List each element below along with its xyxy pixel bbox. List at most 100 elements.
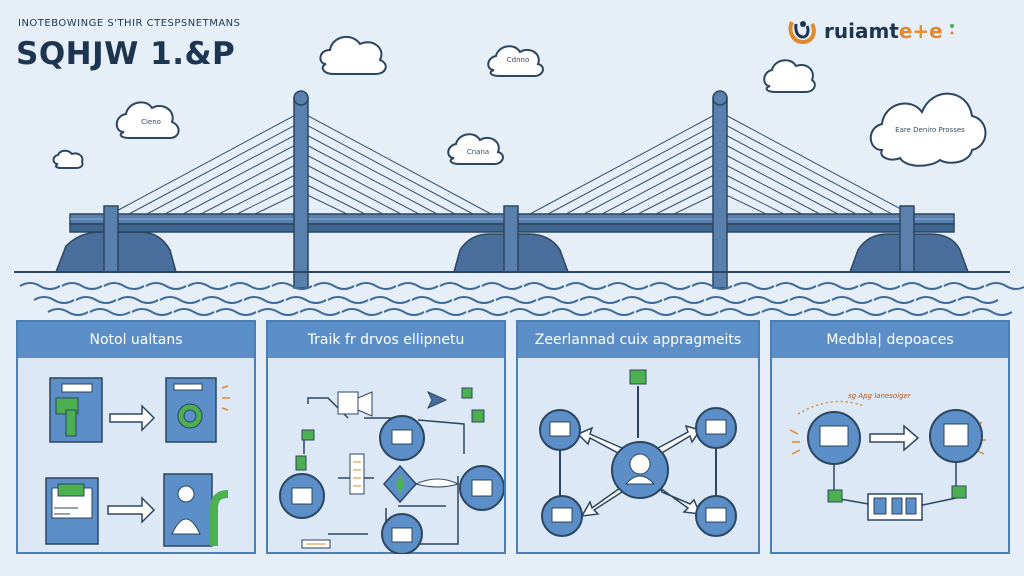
panel-2-title: Traik fr drvos ellipnetu [268, 322, 504, 358]
bridge-towers [103, 90, 915, 289]
list-icon [349, 453, 365, 495]
panel-1: Notol ualtans [16, 320, 256, 554]
brand-name-main: ruiamt [824, 19, 899, 43]
cable-line [164, 141, 302, 215]
cloud-icon [487, 45, 544, 77]
green-node-icon [295, 387, 485, 471]
cable-line [300, 141, 438, 215]
cable-line [300, 111, 492, 215]
gear-document-icon [337, 391, 373, 417]
node-circle-icon [695, 407, 737, 449]
cloud-label: Eare Deniro Prosses [895, 126, 965, 134]
panel-4-diagram [789, 400, 986, 521]
cable-line [182, 151, 302, 215]
node-circle-icon [539, 409, 581, 451]
wave-line [33, 296, 999, 304]
brand-name: ruiamte+e [824, 19, 943, 43]
cable-line [236, 181, 302, 215]
panel-4: Medbla| depoaces sg Apg lanesoiger [770, 320, 1010, 554]
arrow-right-icon [109, 404, 156, 432]
page-subtitle: INOTEBOWINGE S'THIR CTESPSNETMANS [18, 18, 241, 29]
vertical-connectors [559, 386, 717, 498]
brand-name-accent: e+e [898, 19, 943, 43]
cable-line [300, 171, 384, 215]
panel-3: Zeerlannad cuix appragmeits [516, 320, 760, 554]
cable-line [719, 141, 857, 215]
cable-line [110, 111, 302, 215]
arrow-right-icon [869, 424, 920, 452]
cable-line [128, 121, 302, 215]
cable-line [300, 151, 420, 215]
cable-line [719, 131, 875, 215]
node-circle-icon [381, 513, 423, 554]
decision-diamond-icon [382, 464, 460, 504]
filter-icon [426, 390, 448, 410]
cloud-icon [52, 149, 84, 169]
cable-line [601, 151, 721, 215]
document-icon [49, 377, 103, 443]
node-circle-icon [695, 495, 737, 537]
cable-line [529, 111, 721, 215]
node-circle-icon [279, 473, 325, 519]
hub-arrows [576, 424, 702, 517]
cable-line [300, 161, 402, 215]
bridge-scene [14, 35, 1024, 316]
cable-line [300, 121, 474, 215]
cloud-icon [763, 59, 816, 93]
cable-line [300, 181, 366, 215]
node-circle-icon [541, 495, 583, 537]
cloud-icon [115, 101, 180, 139]
panel-1-title: Notol ualtans [18, 322, 254, 358]
cloud-label: Cnana [466, 148, 490, 156]
panel-4-title: Medbla| depoaces [772, 322, 1008, 358]
user-document-icon [163, 473, 229, 547]
panel-2: Traik fr drvos ellipnetu [266, 320, 506, 554]
cable-line [719, 161, 821, 215]
arrow-right-icon [107, 496, 156, 524]
bridge-cables [110, 111, 911, 215]
green-node-icon [827, 485, 967, 503]
cable-line [619, 161, 721, 215]
cloud-icon [869, 92, 987, 167]
brand-logo: ruiamte+e [786, 14, 957, 48]
green-node-icon [629, 369, 647, 385]
sparkle-icon [949, 24, 954, 35]
water-waves [19, 282, 1024, 316]
cable-line [719, 171, 803, 215]
cable-line [637, 171, 721, 215]
cable-line [719, 111, 911, 215]
cloud-label: Cdnno [506, 56, 530, 64]
cloud-icon [447, 133, 504, 165]
document-icon [165, 377, 230, 443]
cable-line [200, 161, 302, 215]
cable-line [565, 131, 721, 215]
panel-4-annotation: sg Apg lanesoiger [848, 392, 911, 400]
cloud-icon [319, 35, 387, 75]
page-title: SQHJW 1.&P [16, 36, 236, 72]
wave-line [47, 308, 1013, 316]
wave-line [19, 282, 1024, 290]
node-circle-icon [807, 411, 861, 465]
cable-line [218, 171, 302, 215]
cloud-label: Cieno [141, 118, 161, 126]
panel-3-diagram [539, 369, 737, 537]
cable-line [719, 121, 893, 215]
node-circle-icon [379, 415, 425, 461]
cable-line [719, 181, 785, 215]
flow-connectors [303, 397, 465, 545]
panel-1-diagram [45, 377, 230, 547]
node-circle-icon [459, 465, 504, 511]
cable-line [719, 151, 839, 215]
label-tag-icon [301, 539, 331, 549]
node-circle-icon [929, 409, 983, 463]
cable-line [583, 141, 721, 215]
monitor-icon [45, 477, 99, 545]
cable-line [146, 131, 302, 215]
cable-line [547, 121, 721, 215]
cable-line [300, 131, 456, 215]
server-block-icon [867, 493, 923, 521]
panel-3-title: Zeerlannad cuix appragmeits [518, 322, 758, 358]
cable-line [655, 181, 721, 215]
brand-mark-icon [788, 21, 816, 45]
panel-2-diagram [279, 387, 504, 554]
